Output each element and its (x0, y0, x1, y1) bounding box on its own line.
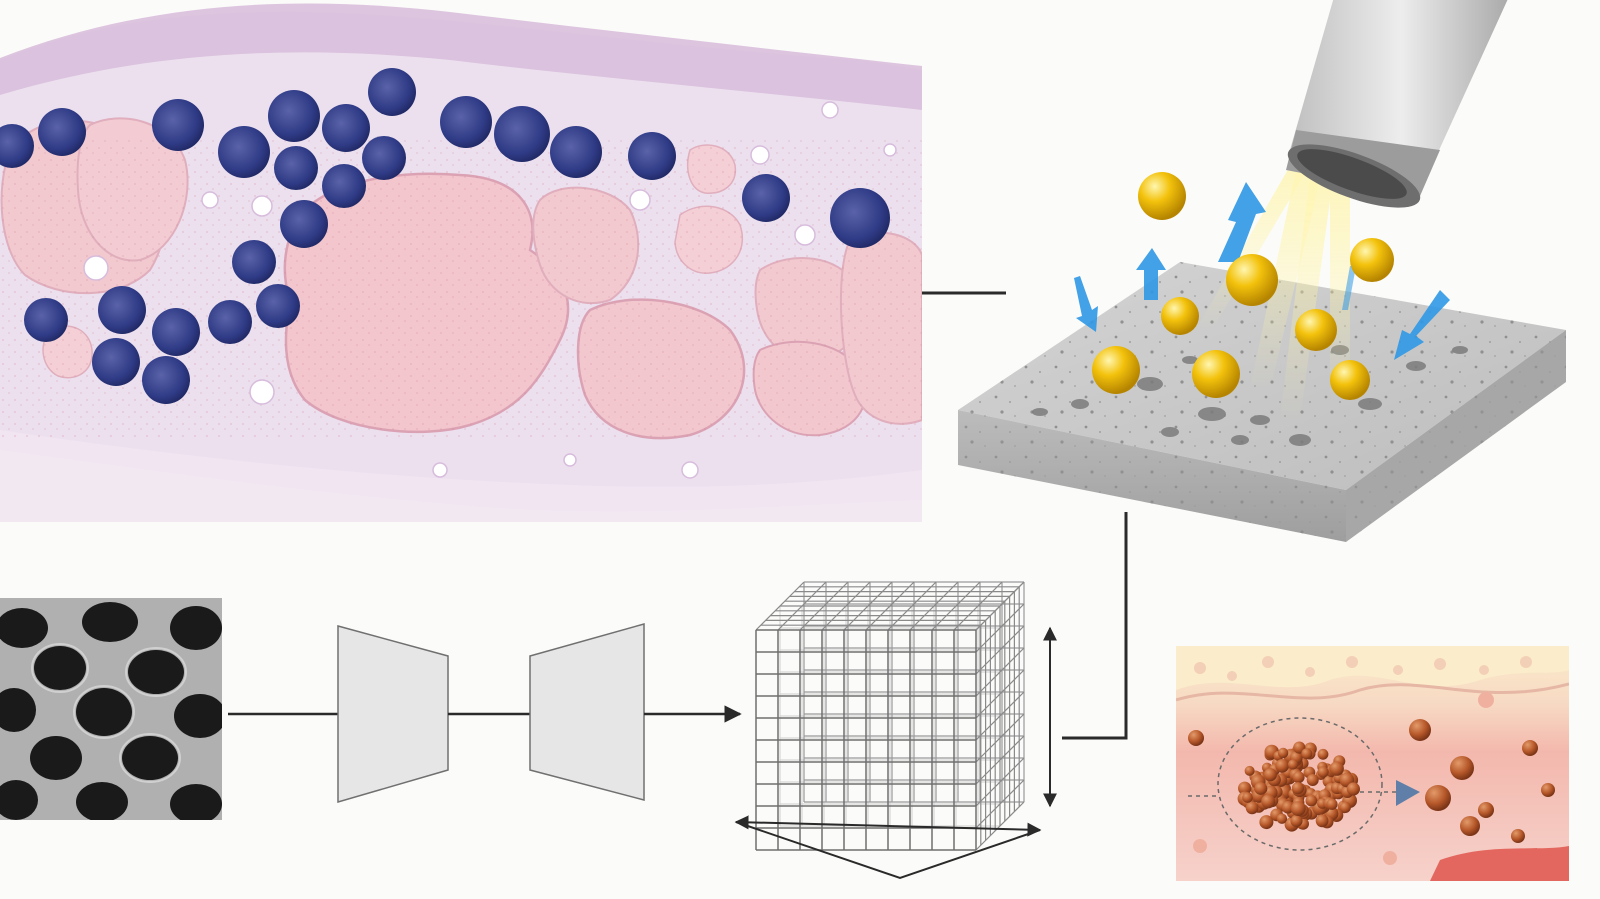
flux-arrows (1074, 182, 1450, 360)
cluster-particle (1290, 814, 1303, 828)
cluster-particle (1276, 813, 1288, 824)
cluster-particle (1290, 801, 1306, 816)
arrow-up-icon (1136, 248, 1166, 300)
voxel-lattice (755, 581, 1025, 851)
cluster-particle (1263, 768, 1277, 782)
dispersed-particles (1188, 692, 1555, 865)
tissue-lobules (0, 117, 922, 440)
cluster-particle (1261, 794, 1276, 809)
cluster-particle (1287, 759, 1299, 770)
cluster-particle (1329, 761, 1344, 776)
gold-particles (1092, 172, 1394, 400)
cluster-particle (1259, 815, 1274, 830)
cluster-particle (1317, 748, 1329, 760)
cluster-particle (1292, 771, 1305, 784)
stained-nuclei (0, 68, 890, 404)
cluster-particle (1305, 794, 1318, 807)
cluster-particle (1346, 782, 1360, 796)
dimension-arrow-depth (734, 815, 1042, 837)
cluster-particle (1245, 801, 1259, 815)
network-pipeline (228, 623, 742, 803)
histology-panel (0, 3, 922, 522)
decoder-block (529, 623, 645, 801)
vacuoles (83, 101, 897, 479)
encoder-block (337, 625, 449, 803)
cluster-particle (1238, 781, 1252, 795)
arrow-up-icon (1218, 182, 1266, 262)
particle-cluster (1237, 741, 1360, 832)
cluster-particle (1301, 748, 1313, 760)
cluster-particle (1242, 792, 1253, 803)
cluster-particle (1244, 765, 1255, 776)
cluster-particle (1317, 766, 1329, 778)
cluster-particle (1326, 798, 1338, 810)
arrow-down-icon (1074, 276, 1098, 332)
cluster-particle (1339, 801, 1351, 814)
connector-slab-grid (1062, 512, 1128, 740)
cluster-particle (1315, 814, 1329, 828)
cluster-particle (1291, 782, 1304, 795)
outer-capsule (0, 3, 922, 110)
cluster-particle (1254, 782, 1268, 795)
light-beams (1198, 166, 1350, 420)
sem-pore-image (0, 598, 222, 820)
delivery-region-outline (1217, 717, 1383, 851)
tissue-delivery-panel (1176, 646, 1569, 881)
light-source-icon (1286, 0, 1508, 208)
porous-substrate-panel (958, 0, 1566, 542)
cluster-particle (1275, 759, 1289, 773)
cluster-particle (1277, 747, 1289, 759)
cluster-particle (1306, 774, 1319, 786)
arrow-right-icon (1396, 780, 1420, 806)
arrow-down-icon (1394, 290, 1450, 360)
